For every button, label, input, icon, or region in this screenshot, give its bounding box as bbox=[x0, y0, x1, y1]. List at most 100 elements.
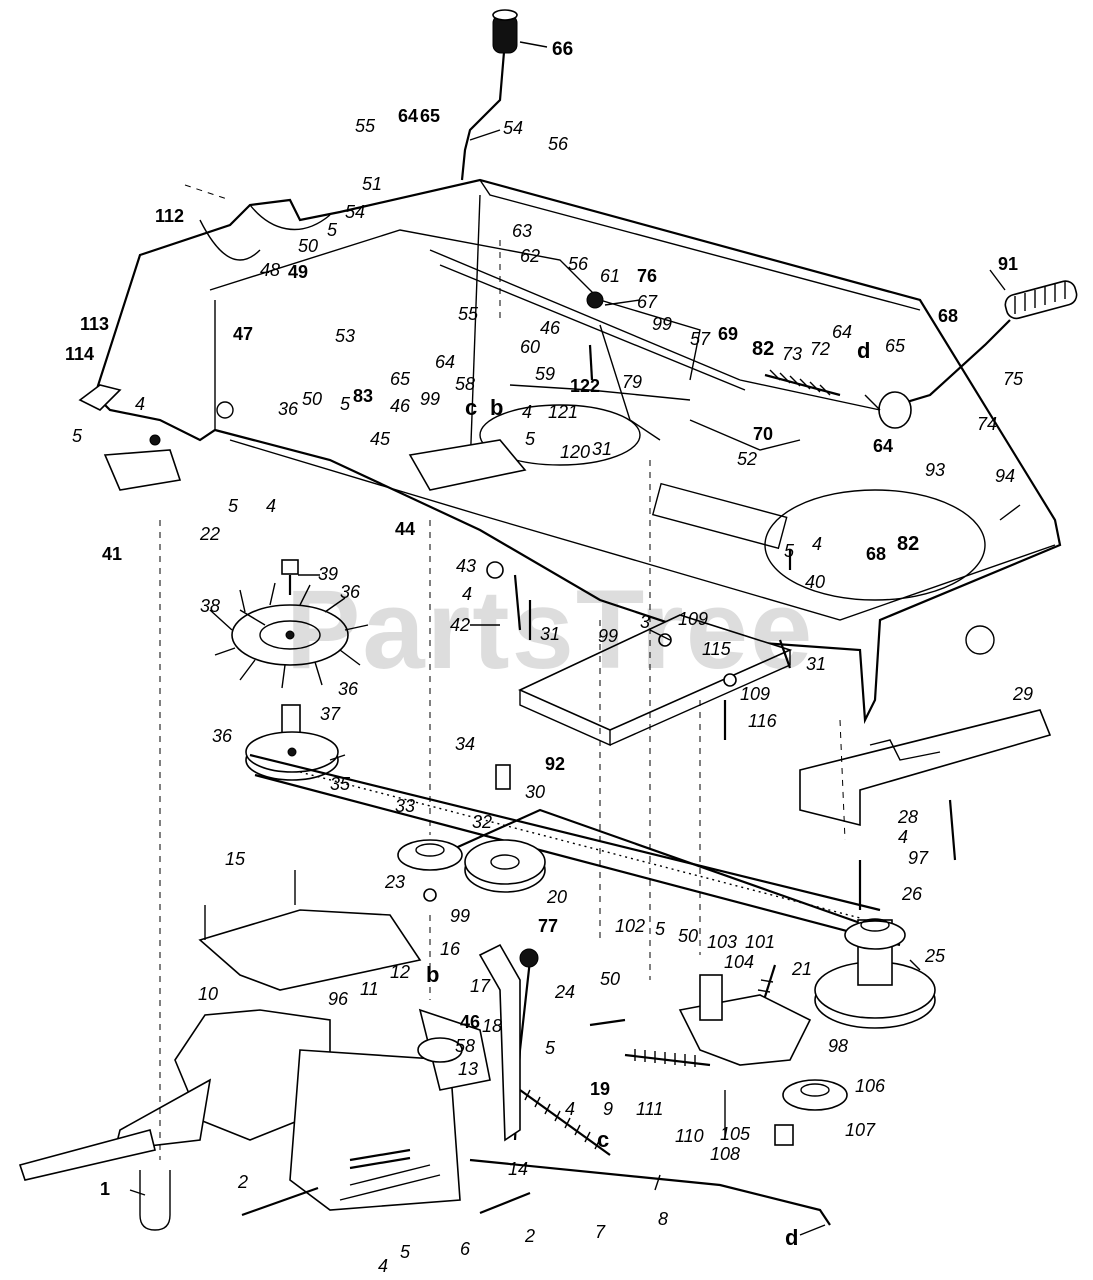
callout-4-c: 4 bbox=[522, 402, 532, 422]
callout-4-e: 4 bbox=[462, 584, 472, 604]
callout-24: 24 bbox=[554, 982, 575, 1002]
callout-50-d: 50 bbox=[600, 969, 620, 989]
callout-50-c: 50 bbox=[678, 926, 698, 946]
callout-56: 56 bbox=[548, 134, 569, 154]
callout-113: 113 bbox=[80, 314, 109, 334]
callout-59: 59 bbox=[535, 364, 555, 384]
callout-64-d: 64 bbox=[873, 436, 893, 456]
callout-74: 74 bbox=[977, 414, 997, 434]
callout-c: c bbox=[465, 395, 477, 420]
callout-31-c: 31 bbox=[806, 654, 826, 674]
callout-121: 121 bbox=[548, 402, 578, 422]
gear-lever bbox=[460, 9, 518, 181]
callout-45: 45 bbox=[370, 429, 391, 449]
callout-39: 39 bbox=[318, 564, 338, 584]
callout-65-b: 65 bbox=[390, 369, 411, 389]
callout-62: 62 bbox=[520, 246, 540, 266]
callout-5-e: 5 bbox=[525, 429, 536, 449]
callout-79: 79 bbox=[622, 372, 642, 392]
callout-5-b: 5 bbox=[340, 394, 351, 414]
transmission-pulley-25 bbox=[814, 918, 936, 1029]
callout-40: 40 bbox=[805, 572, 825, 592]
spring-111 bbox=[624, 1049, 711, 1067]
callout-106: 106 bbox=[855, 1076, 886, 1096]
idler-arm bbox=[678, 974, 848, 1146]
callout-53: 53 bbox=[335, 326, 355, 346]
callout-b-2: b bbox=[426, 962, 439, 987]
callout-51: 51 bbox=[362, 174, 382, 194]
callout-29: 29 bbox=[1012, 684, 1033, 704]
callout-94: 94 bbox=[995, 466, 1015, 486]
callout-4-g: 4 bbox=[565, 1099, 575, 1119]
speed-lever bbox=[878, 280, 1078, 429]
callout-44: 44 bbox=[395, 519, 415, 539]
callout-22: 22 bbox=[199, 524, 220, 544]
callout-108: 108 bbox=[710, 1144, 740, 1164]
callout-36: 36 bbox=[278, 399, 299, 419]
callout-32: 32 bbox=[472, 812, 492, 832]
callout-b: b bbox=[490, 395, 503, 420]
callout-104: 104 bbox=[724, 952, 754, 972]
callout-4-b: 4 bbox=[266, 496, 276, 516]
callout-4-h: 4 bbox=[378, 1256, 388, 1276]
callout-labels: 66 54 56 55 64 65 51 54 5 50 49 48 53 50… bbox=[65, 39, 1033, 1276]
callout-50: 50 bbox=[298, 236, 318, 256]
bracket-29 bbox=[799, 709, 1052, 827]
main-frame bbox=[93, 178, 1062, 725]
callout-116: 116 bbox=[748, 711, 778, 731]
spacer-37 bbox=[281, 704, 301, 734]
control-rod bbox=[469, 1158, 831, 1226]
callout-122: 122 bbox=[570, 376, 600, 396]
callout-5-g: 5 bbox=[545, 1038, 556, 1058]
callout-64-b: 64 bbox=[435, 352, 455, 372]
callout-96: 96 bbox=[328, 989, 349, 1009]
idler-pulley-33 bbox=[397, 839, 463, 871]
callout-99: 99 bbox=[652, 314, 672, 334]
callout-1: 1 bbox=[100, 1179, 110, 1199]
callout-103: 103 bbox=[707, 932, 737, 952]
callout-101: 101 bbox=[745, 932, 775, 952]
callout-99-d: 99 bbox=[450, 906, 470, 926]
callout-91: 91 bbox=[998, 254, 1018, 274]
callout-107: 107 bbox=[845, 1120, 876, 1140]
callout-d: d bbox=[857, 338, 870, 363]
callout-67: 67 bbox=[637, 292, 658, 312]
callout-112: 112 bbox=[155, 206, 184, 226]
callout-34: 34 bbox=[455, 734, 475, 754]
callout-50-b: 50 bbox=[302, 389, 322, 409]
callout-54-b: 54 bbox=[345, 202, 365, 222]
callout-5-d: 5 bbox=[228, 496, 239, 516]
callout-21: 21 bbox=[791, 959, 812, 979]
callout-65: 65 bbox=[420, 106, 440, 126]
callout-114: 114 bbox=[65, 344, 94, 364]
callout-77: 77 bbox=[538, 916, 558, 936]
callout-4-d: 4 bbox=[812, 534, 822, 554]
callout-115: 115 bbox=[702, 639, 732, 659]
drive-belt bbox=[249, 753, 901, 947]
callout-38: 38 bbox=[200, 596, 220, 616]
transaxle bbox=[18, 1008, 491, 1211]
callout-58-b: 58 bbox=[455, 1036, 475, 1056]
small-fasteners bbox=[423, 291, 957, 910]
callout-82-b: 82 bbox=[897, 533, 919, 555]
callout-28: 28 bbox=[897, 807, 918, 827]
callout-5-f: 5 bbox=[784, 541, 795, 561]
callout-61: 61 bbox=[600, 266, 620, 286]
linkage-rods bbox=[429, 249, 881, 451]
callout-42: 42 bbox=[450, 615, 470, 635]
callout-47: 47 bbox=[233, 324, 253, 344]
callout-97: 97 bbox=[908, 848, 929, 868]
callout-102: 102 bbox=[615, 916, 645, 936]
callout-25: 25 bbox=[924, 946, 946, 966]
callout-35: 35 bbox=[330, 774, 351, 794]
callout-65-c: 65 bbox=[885, 336, 906, 356]
callout-98: 98 bbox=[828, 1036, 848, 1056]
callout-3: 3 bbox=[640, 612, 650, 632]
callout-30: 30 bbox=[525, 782, 545, 802]
callout-109-b: 109 bbox=[740, 684, 770, 704]
callout-55: 55 bbox=[355, 116, 376, 136]
cooling-fan bbox=[209, 559, 369, 689]
idler-pulley-32 bbox=[464, 839, 546, 893]
callout-15: 15 bbox=[225, 849, 246, 869]
